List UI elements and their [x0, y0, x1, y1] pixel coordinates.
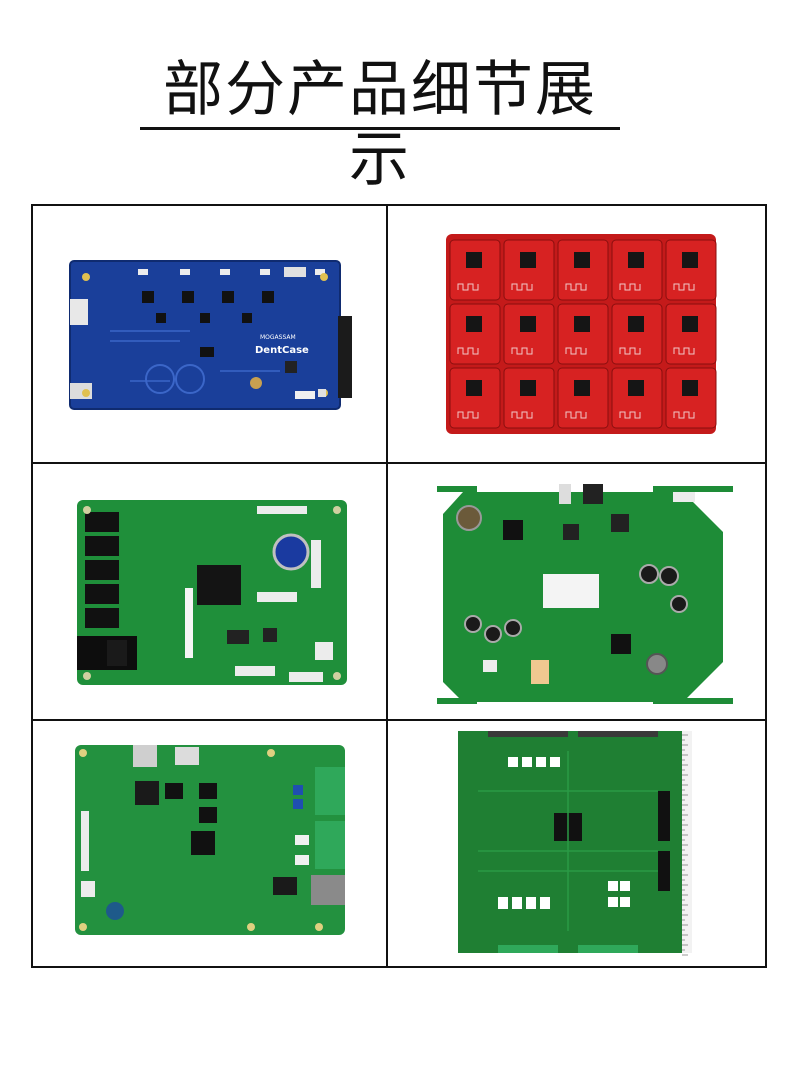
cell-blue-board: MOGASSAM DentCase [33, 206, 386, 462]
cell-red-panel [388, 206, 767, 462]
red-module [611, 367, 663, 429]
grid-divider-row-1 [33, 462, 765, 464]
connector-icon [70, 299, 88, 325]
green-pcb-image-1 [77, 500, 347, 685]
green-pcb-image-2 [437, 484, 733, 704]
module-chip-icon [574, 380, 590, 396]
red-module [449, 367, 501, 429]
antenna-trace-icon [673, 411, 695, 419]
module-chip-icon [574, 316, 590, 332]
antenna-trace-icon [511, 411, 533, 419]
red-module [557, 367, 609, 429]
ruler-icon [682, 731, 692, 953]
red-module [665, 367, 717, 429]
module-chip-icon [520, 252, 536, 268]
antenna-trace-icon [565, 347, 587, 355]
silkscreen-product: DentCase [255, 345, 309, 356]
red-module [503, 303, 555, 365]
module-chip-icon [628, 316, 644, 332]
blue-pcb-body [70, 261, 340, 409]
antenna-trace-icon [619, 347, 641, 355]
red-module [503, 367, 555, 429]
module-chip-icon [520, 380, 536, 396]
cell-green-board-4 [388, 721, 767, 966]
red-module [449, 239, 501, 301]
cell-green-board-2 [388, 464, 767, 719]
blue-pcb-image: MOGASSAM DentCase [69, 260, 352, 410]
main-chip-icon [197, 565, 241, 605]
red-module [665, 239, 717, 301]
red-module [557, 239, 609, 301]
cell-green-board-3 [33, 721, 386, 966]
antenna-trace-icon [673, 283, 695, 291]
hdmi-port-icon [133, 745, 157, 767]
module-chip-icon [628, 380, 644, 396]
module-chip-icon [682, 252, 698, 268]
red-module [665, 303, 717, 365]
module-chip-icon [520, 316, 536, 332]
module-chip-icon [682, 380, 698, 396]
antenna-trace-icon [565, 283, 587, 291]
red-module [449, 303, 501, 365]
module-chip-icon [466, 252, 482, 268]
antenna-trace-icon [457, 411, 479, 419]
antenna-trace-icon [511, 347, 533, 355]
pin-header-icon [338, 316, 352, 398]
ethernet-port-icon [311, 875, 345, 905]
antenna-trace-icon [673, 347, 695, 355]
green-pcb-image-3 [75, 745, 345, 935]
module-chip-icon [466, 316, 482, 332]
cell-green-board-1 [33, 464, 386, 719]
capacitor-icon [272, 533, 310, 571]
antenna-trace-icon [457, 283, 479, 291]
module-chip-icon [466, 380, 482, 396]
page-title: 部分产品细节展示 [163, 55, 597, 195]
cpu-chip-icon [191, 831, 215, 855]
product-grid: MOGASSAM DentCase [31, 204, 767, 968]
grid-divider-row-2 [33, 719, 765, 721]
title-underline [140, 127, 620, 130]
green-pcb-body-4 [458, 731, 688, 953]
red-pcb-panel-image [446, 234, 717, 434]
antenna-trace-icon [619, 411, 641, 419]
green-pcb-image-4 [458, 731, 692, 956]
antenna-trace-icon [565, 411, 587, 419]
antenna-trace-icon [457, 347, 479, 355]
red-module [611, 303, 663, 365]
silkscreen-brand: MOGASSAM [260, 334, 296, 341]
red-module [503, 239, 555, 301]
antenna-trace-icon [619, 283, 641, 291]
module-chip-icon [682, 316, 698, 332]
antenna-trace-icon [511, 283, 533, 291]
module-chip-icon [628, 252, 644, 268]
module-chip-icon [574, 252, 590, 268]
red-module [611, 239, 663, 301]
grid-divider-vertical [386, 206, 388, 966]
red-module [557, 303, 609, 365]
